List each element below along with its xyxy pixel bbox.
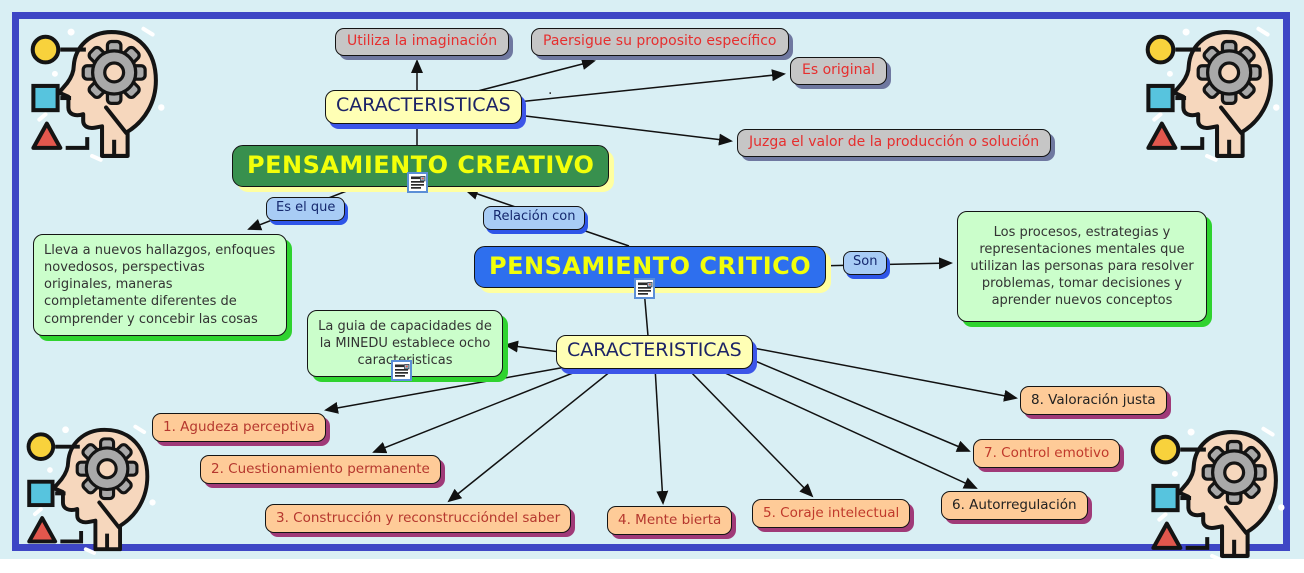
concept-map-canvas: Utiliza la imaginación Paersigue su prop…: [0, 0, 1304, 559]
node-caracteristicas-creativo[interactable]: CARACTERISTICAS: [325, 90, 522, 124]
head-gear-icon: [24, 422, 159, 557]
node-definicion-creativo[interactable]: Lleva a nuevos hallazgos, enfoques noved…: [33, 234, 287, 336]
node-characteristic-3[interactable]: 3. Construcción y reconstruccióndel sabe…: [265, 504, 572, 534]
head-gear-icon: [28, 24, 168, 164]
node-characteristic-7[interactable]: 7. Control emotivo: [973, 439, 1121, 469]
link-label-son[interactable]: Son: [843, 251, 888, 275]
node-characteristic-1[interactable]: 1. Agudeza perceptiva: [152, 413, 326, 443]
node-definicion-critico[interactable]: Los procesos, estrategias y representaci…: [957, 211, 1207, 322]
definition-text: Los procesos, estrategias y representaci…: [970, 224, 1194, 309]
node-characteristic-6[interactable]: 6. Autorregulación: [941, 491, 1088, 521]
map-border: [12, 12, 1290, 551]
node-characteristic-8[interactable]: 8. Valoración justa: [1020, 386, 1167, 416]
node-characteristic-2[interactable]: 2. Cuestionamiento permanente: [200, 455, 441, 485]
link-label-es-el-que[interactable]: Es el que: [266, 197, 346, 221]
resource-icon[interactable]: [634, 278, 655, 299]
resource-icon[interactable]: [391, 360, 412, 381]
node-es-original[interactable]: Es original: [790, 57, 887, 85]
node-characteristic-5[interactable]: 5. Coraje intelectual: [752, 499, 911, 529]
resource-icon[interactable]: [407, 172, 428, 193]
node-persigue-proposito[interactable]: Paersigue su proposito específico: [531, 28, 789, 56]
node-caracteristicas-critico[interactable]: CARACTERISTICAS: [556, 335, 753, 369]
head-gear-icon: [1143, 24, 1283, 164]
stray-dot: .: [548, 82, 553, 98]
link-label-relacion-con[interactable]: Relación con: [483, 206, 586, 230]
node-juzga-valor[interactable]: Juzga el valor de la producción o soluci…: [737, 129, 1052, 157]
node-characteristic-4[interactable]: 4. Mente bierta: [607, 506, 733, 536]
node-utiliza-imaginacion[interactable]: Utiliza la imaginación: [335, 28, 510, 56]
head-gear-icon: [1148, 424, 1288, 564]
